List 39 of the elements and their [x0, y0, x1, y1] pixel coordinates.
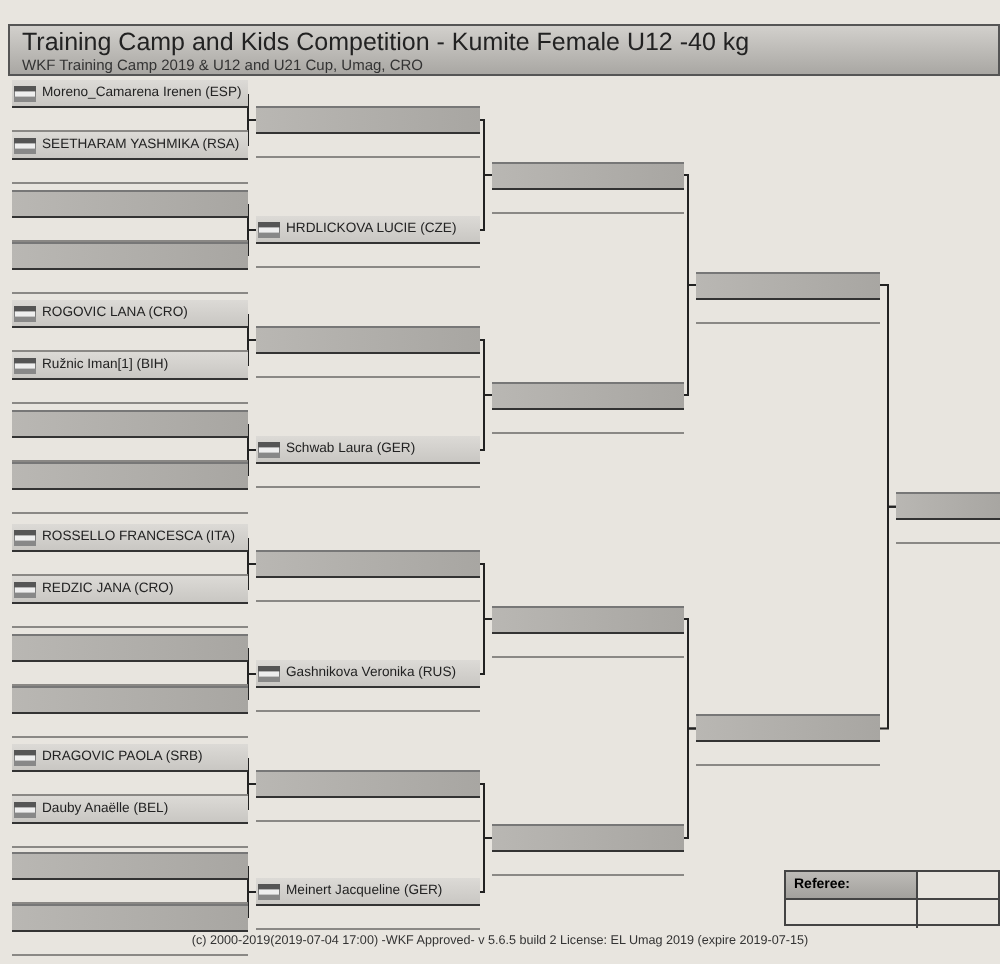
bracket-line	[683, 284, 697, 396]
competitor-slot	[12, 352, 248, 380]
empty-bracket-slot	[696, 271, 880, 299]
empty-bracket-slot	[12, 190, 248, 218]
competitor-slot	[256, 216, 480, 244]
competitor-slot	[12, 576, 248, 604]
bracket-line	[479, 174, 493, 231]
empty-bracket-slot	[12, 242, 248, 270]
competitor-slot	[12, 300, 248, 328]
empty-bracket-slot	[12, 462, 248, 490]
competitor-slot	[256, 660, 480, 688]
empty-bracket-slot	[256, 770, 480, 798]
bracket-line	[479, 837, 493, 893]
empty-bracket-slot	[896, 492, 1000, 521]
empty-bracket-slot	[492, 605, 684, 633]
competitor-slot	[256, 878, 480, 906]
empty-bracket-slot	[256, 106, 480, 134]
bracket-line	[683, 727, 697, 839]
competitor-slot	[12, 744, 248, 772]
competitor-slot	[256, 436, 480, 464]
competitor-slot	[12, 132, 248, 160]
bracket-line	[479, 618, 493, 675]
empty-bracket-slot	[492, 824, 684, 852]
bracket-line	[479, 394, 493, 451]
empty-bracket-slot	[492, 161, 684, 189]
competitor-slot	[12, 524, 248, 552]
empty-bracket-slot	[12, 904, 248, 932]
empty-bracket-slot	[256, 326, 480, 354]
competitor-slot	[12, 796, 248, 824]
bracket-line	[879, 505, 897, 730]
competitor-slot	[12, 80, 248, 108]
title: Training Camp and Kids Competition - Kumite Female U12 -40 kg	[22, 28, 752, 56]
empty-bracket-slot	[12, 686, 248, 714]
empty-bracket-slot	[492, 381, 684, 409]
empty-bracket-slot	[12, 634, 248, 662]
empty-bracket-slot	[12, 852, 248, 880]
empty-bracket-slot	[256, 550, 480, 578]
empty-bracket-slot	[696, 714, 880, 743]
empty-bracket-slot	[12, 410, 248, 438]
